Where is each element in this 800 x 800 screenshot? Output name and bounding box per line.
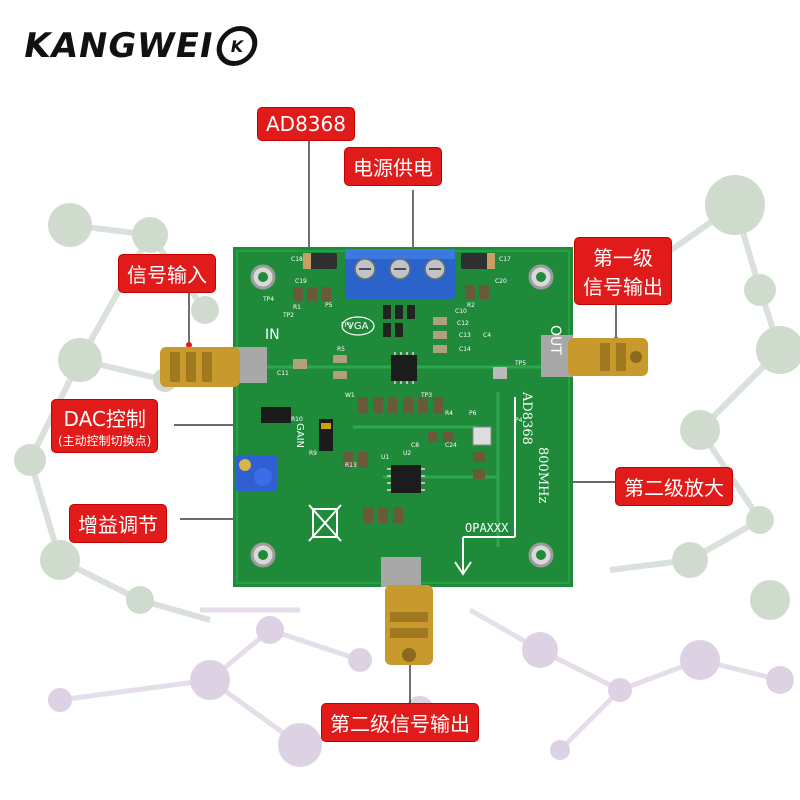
network-nodes-purple: [48, 616, 794, 767]
silk-chip-label: AD8368: [519, 391, 534, 445]
callout-stage1-output-line1: 第一级: [593, 246, 653, 270]
silk-ref-r13: R13: [345, 462, 357, 469]
silk-ref-r2: R2: [467, 302, 475, 309]
sma-connector-in: [233, 347, 267, 383]
capacitors-large: [303, 253, 495, 269]
silk-ref-c8: C8: [411, 442, 419, 449]
silk-in-label: IN: [265, 327, 280, 343]
gain-jumper: [261, 407, 333, 451]
gain-trimmer: [235, 455, 277, 491]
silk-ref-tp1: TP1: [340, 322, 352, 329]
silk-ref-p5: P5: [325, 302, 333, 309]
silk-ref-u2: U2: [403, 450, 411, 457]
silk-ref-c17: C17: [499, 256, 511, 263]
silk-gain-label: GAIN: [294, 423, 305, 448]
sma-connector-bottom: [381, 557, 421, 587]
ad8368-pins: [394, 352, 414, 384]
sma-connector-out: [541, 335, 573, 377]
silk-ref-p4: P4: [515, 417, 523, 424]
callout-dac-control-title: DAC控制: [63, 407, 146, 431]
silk-ref-w1: W1: [345, 392, 355, 399]
power-terminal-block: [345, 249, 455, 299]
silk-ref-r1: R1: [293, 304, 301, 311]
silk-ref-c11: C11: [277, 370, 289, 377]
silk-ref-p6: P6: [469, 410, 477, 417]
silk-ref-tp5: TP5: [514, 360, 526, 367]
silk-ref-r5: R5: [337, 346, 345, 353]
silk-ref-c13: C13: [459, 332, 471, 339]
silk-ref-c14: C14: [459, 346, 471, 353]
weee-symbol: [308, 504, 342, 542]
silk-ref-c10: C10: [455, 308, 467, 315]
callout-dac-control-note: (主动控制切换点): [58, 434, 152, 448]
silk-ref-c19: C19: [295, 278, 307, 285]
silk-vga-label: VGA: [347, 321, 369, 332]
network-nodes: [14, 175, 800, 620]
callout-signal-input: 信号输入: [119, 255, 215, 292]
pcb-board: IN OUT VGA GAIN AD8368 800MHz OPAXXX C18…: [233, 247, 573, 587]
silk-ref-u1: U1: [381, 454, 389, 461]
silk-ref-r10: R10: [291, 416, 303, 423]
silk-ref-c12: C12: [457, 320, 469, 327]
callout-gain-adjust: 增益调节: [70, 505, 166, 542]
ad8368-chip: [391, 355, 417, 381]
silk-out-label: OUT: [547, 325, 563, 355]
silk-ref-tp4: TP4: [262, 296, 274, 303]
silk-ref-c4: C4: [483, 332, 491, 339]
silk-opamp-label: OPAXXX: [465, 521, 509, 535]
callout-power: 电源供电: [345, 148, 441, 185]
callout-dac-control: DAC控制 (主动控制切换点): [52, 400, 158, 452]
silk-ref-r4: R4: [445, 410, 453, 417]
silk-ref-c24: C24: [445, 442, 457, 449]
callout-stage1-output: 第一级 信号输出: [575, 238, 671, 304]
callout-second-amp: 第二级放大: [616, 468, 732, 505]
silk-ref-c18: C18: [291, 256, 303, 263]
silk-ref-r9: R9: [309, 450, 317, 457]
silk-freq-label: 800MHz: [535, 447, 550, 503]
silk-ref-c20: C20: [495, 278, 507, 285]
silk-ref-tp2: TP2: [282, 312, 294, 319]
callout-stage1-output-line2: 信号输出: [583, 275, 663, 299]
opamp-chip: [391, 465, 421, 493]
callout-stage2-output: 第二级信号输出: [322, 704, 478, 741]
silk-ref-tp3: TP3: [420, 392, 432, 399]
silk-arrow: [454, 397, 516, 576]
callout-ad8368: AD8368: [258, 108, 354, 140]
